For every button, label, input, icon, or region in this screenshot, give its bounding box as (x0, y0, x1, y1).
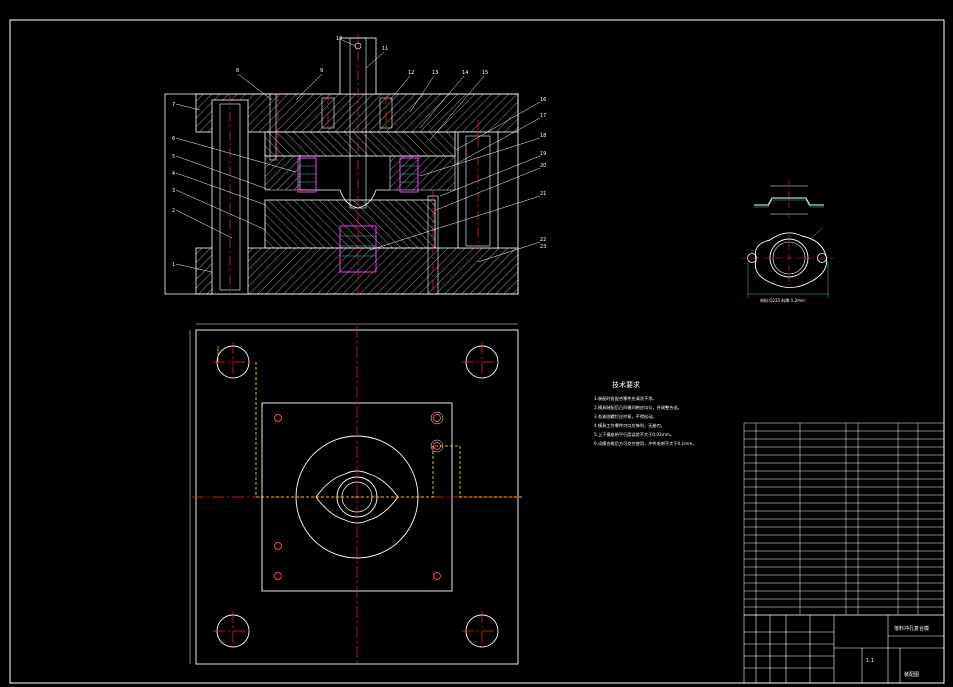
part-label-6: 6 (172, 136, 175, 142)
technical-notes: 技术要求 1.装配时各配合零件应清洗干净。 2.模具装配后凸凹模间隙应均匀，并调… (594, 380, 697, 447)
part-label-7: 7 (172, 102, 175, 108)
drawing-name: 落料冲孔复合模 (894, 625, 929, 632)
part-sketch: 材料:Q235 料厚:1.2mm (742, 180, 834, 303)
note-line-1: 1.装配时各配合零件应清洗干净。 (594, 395, 657, 402)
part-label-4: 4 (172, 171, 175, 177)
note-line-3: 3.各紧固螺钉应拧紧，不得松动。 (594, 413, 657, 420)
drawing-frame (9, 19, 945, 684)
note-line-4: 4.模具工作零件刃口应锋利，无崩刃。 (594, 422, 665, 429)
part-label-17: 17 (540, 113, 546, 119)
lower-die-base (195, 247, 519, 295)
part-label-22: 22 (540, 237, 546, 243)
part-label-21: 21 (540, 191, 546, 197)
part-label-9: 9 (320, 68, 323, 74)
upper-die-base (195, 93, 519, 133)
part-label-16: 16 (540, 97, 546, 103)
spring-left (297, 157, 317, 193)
punch-holder (264, 131, 456, 157)
part-label-15: 15 (482, 70, 488, 76)
notes-title: 技术要求 (612, 380, 640, 389)
part-label-8: 8 (236, 68, 239, 74)
part-label-1: 1 (172, 262, 175, 268)
title-block (743, 614, 945, 684)
section-cut-line (255, 362, 522, 498)
note-line-6: 6.试模合格后方可交付使用，冲件毛刺不大于0.1mm。 (594, 440, 697, 447)
sheet-label: 装配图 (904, 671, 919, 678)
plan-view (189, 323, 522, 666)
part-label-5: 5 (172, 154, 175, 160)
note-line-2: 2.模具装配后凸凹模间隙应均匀，并调整合适。 (594, 404, 682, 411)
parts-list (743, 422, 945, 616)
part-label-13: 13 (432, 70, 438, 76)
part-label-3: 3 (172, 188, 175, 194)
part-label-18: 18 (540, 133, 546, 139)
part-material-note: 材料:Q235 料厚:1.2mm (760, 297, 805, 303)
part-label-14: 14 (462, 70, 468, 76)
flange-outline (754, 232, 828, 288)
part-label-19: 19 (540, 151, 546, 157)
part-label-10: 10 (336, 36, 342, 42)
part-label-23: 23 (540, 244, 546, 250)
note-line-5: 5.上下模座的平行度误差不大于0.02mm。 (594, 431, 674, 438)
part-label-20: 20 (540, 163, 546, 169)
section-view (164, 34, 519, 296)
part-label-11: 11 (382, 46, 388, 52)
scale-label: 1:1 (866, 658, 874, 664)
part-label-2: 2 (172, 208, 175, 214)
part-label-12: 12 (408, 70, 414, 76)
spring-right (399, 157, 419, 193)
